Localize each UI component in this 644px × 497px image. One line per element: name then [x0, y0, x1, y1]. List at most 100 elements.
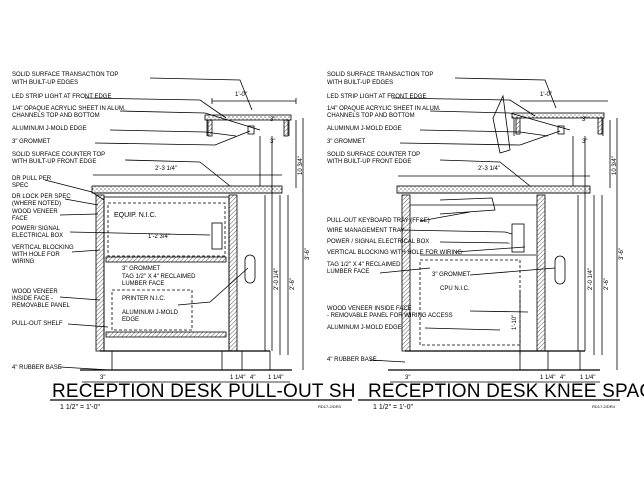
left-ref: RD17-2/DR3 — [318, 404, 341, 409]
r-dim-bottom-4: 1 1/4" — [580, 375, 596, 381]
label-front-edge: WITH BUILT-UP FRONT EDGE — [12, 159, 97, 165]
dim-three-b: 3" — [270, 139, 276, 145]
r-label-lumber-face: LUMBER FACE — [327, 269, 370, 275]
right-section-drawing — [358, 77, 620, 401]
r-label-inner-grommet: 3" GROMMET — [432, 272, 471, 278]
label-printer: PRINTER N.I.C. — [122, 296, 166, 302]
keyboard-tray — [439, 197, 496, 215]
dim-counter-width: 2'-3 1/4" — [155, 166, 177, 172]
r-label-transaction-top: SOLID SURFACE TRANSACTION TOP — [327, 72, 434, 78]
label-equip: EQUIP. N.I.C. — [114, 212, 157, 219]
label-pull-out-shelf: PULL-OUT SHELF — [12, 321, 63, 327]
label-channels: CHANNELS TOP AND BOTTOM — [12, 113, 100, 119]
vdim-2-0: 2'-0 1/4" — [274, 268, 280, 290]
r-label-removable-panel: - REMOVABLE PANEL FOR WIRING ACCESS — [327, 313, 453, 319]
r-label-grommet: 3" GROMMET — [327, 139, 366, 145]
r-label-cpu: CPU N.I.C. — [440, 286, 470, 292]
label-removable-panel: REMOVABLE PANEL — [12, 303, 70, 309]
monitor — [492, 94, 511, 154]
label-wood-veneer-2: WOOD VENEER — [12, 289, 58, 295]
label-grommet: 3" GROMMET — [12, 139, 51, 145]
label-wiring: WIRING — [12, 259, 35, 265]
right-ref: RD17-2/DR4 — [592, 404, 615, 409]
r-dim-bottom-2: 1 1/4" — [540, 375, 556, 381]
r-vdim-2-0: 2'-0 1/4" — [588, 268, 594, 290]
r-dim-top-width: 1'-0" — [540, 92, 552, 98]
vdim-3-6: 3'-6" — [305, 248, 311, 260]
dim-bottom-4: 1 1/4" — [268, 375, 284, 381]
shelf-1 — [105, 256, 227, 263]
r-label-rubber-base: 4" RUBBER BASE — [327, 357, 377, 363]
left-wall — [95, 194, 105, 352]
dim-top-width: 1'-0" — [235, 92, 247, 98]
label-lumber-face: LUMBER FACE — [122, 281, 165, 287]
shelf-2 — [105, 331, 227, 338]
r-vdim-3-6: 3'-6" — [619, 248, 625, 260]
r-label-j-mold-edge: ALUMINUM J-MOLD EDGE — [327, 126, 402, 132]
r-vdim-1-10: 1'-10" — [512, 314, 518, 330]
r-label-wire-tray: WIRE MANAGEMENT TRAY — [327, 228, 405, 234]
vdim-2-6: 2'-6" — [290, 278, 296, 290]
r-label-tag-lumber: TAG 1/2" X 4" RECLAIMED — [327, 262, 401, 268]
r-label-front-edge: WITH BUILT-UP FRONT EDGE — [327, 159, 412, 165]
transaction-top-right — [511, 112, 605, 119]
r-label-vertical-blocking: VERTICAL BLOCKING WITH HOLE FOR WIRING — [327, 250, 463, 256]
label-inside-face: INSIDE FACE - — [12, 296, 54, 302]
r-dim-three-b: 3" — [582, 139, 588, 145]
label-dr-lock: DR LOCK PER SPEC — [12, 194, 71, 200]
label-hole-for: WITH HOLE FOR — [12, 252, 60, 258]
r-label-j-mold: ALUMINUM J-MOLD EDGE — [327, 325, 402, 331]
label-acrylic-sheet: 1/4" OPAQUE ACRYLIC SHEET IN ALUM. — [12, 106, 126, 112]
dim-bottom-3: 4" — [250, 375, 256, 381]
r-dim-three-a: 3" — [582, 117, 588, 123]
r-dim-bottom-1: 3" — [405, 375, 411, 381]
r-label-led-strip: LED STRIP LIGHT AT FRONT EDGE — [327, 94, 427, 100]
transaction-top — [204, 114, 292, 121]
r-label-channels: CHANNELS TOP AND BOTTOM — [327, 113, 415, 119]
left-scale: 1 1/2" = 1'-0" — [60, 404, 100, 411]
label-built-up-edges: WITH BUILT-UP EDGES — [12, 80, 79, 86]
label-inner-edge: EDGE — [122, 317, 140, 323]
left-title: RECEPTION DESK PULL-OUT SH — [52, 381, 356, 402]
vdim-10-3-4: 10 3/4" — [298, 156, 304, 175]
label-spec: SPEC — [12, 183, 29, 189]
electrical-box — [211, 222, 223, 250]
left-section-drawing — [44, 77, 352, 401]
counter-top — [91, 185, 283, 194]
label-transaction-top: SOLID SURFACE TRANSACTION TOP — [12, 72, 119, 78]
counter-top-right — [396, 185, 591, 194]
right-wall — [228, 194, 238, 352]
r-label-acrylic-sheet: 1/4" OPAQUE ACRYLIC SHEET IN ALUM. — [327, 106, 441, 112]
dim-three-a: 3" — [270, 117, 276, 123]
r-dim-counter-width: 2'-3 1/4" — [478, 166, 500, 172]
label-power-signal: POWER/ SIGNAL — [12, 226, 61, 232]
r-label-power-signal: POWER / SIGNAL ELECTRICAL BOX — [327, 239, 430, 245]
label-rubber-base: 4" RUBBER BASE — [12, 365, 62, 371]
electrical-box-right — [511, 223, 525, 253]
label-led-strip: LED STRIP LIGHT AT FRONT EDGE — [12, 94, 112, 100]
label-tag-lumber: TAG 1/2" X 4" RECLAIMED — [122, 274, 196, 280]
label-inner-j-mold: ALUMINUM J-MOLD — [122, 310, 179, 316]
label-dr-pull: DR PULL PER — [12, 176, 52, 182]
right-scale: 1 1/2" = 1'-0" — [373, 404, 413, 411]
label-counter-top: SOLID SURFACE COUNTER TOP — [12, 152, 106, 158]
equipment-box — [107, 202, 226, 257]
label-vertical-blocking: VERTICAL BLOCKING — [12, 245, 74, 251]
r-vdim-10-3-4: 10 3/4" — [612, 156, 618, 175]
r-label-wood-veneer: WOOD VENEER INSIDE FACE — [327, 306, 412, 312]
r-dim-bottom-3: 4" — [560, 375, 566, 381]
label-inner-grommet: 3" GROMMET — [122, 266, 161, 272]
r-label-built-up-edges: WITH BUILT-UP EDGES — [327, 80, 394, 86]
r-vdim-2-6: 2'-6" — [604, 278, 610, 290]
label-wood-veneer: WOOD VENEER — [12, 209, 58, 215]
r-label-keyboard-tray: PULL-OUT KEYBOARD TRAY (FF&E) — [327, 218, 430, 224]
label-electrical-box: ELECTRICAL BOX — [12, 233, 64, 239]
label-face: FACE — [12, 216, 28, 222]
printer-box — [111, 289, 193, 331]
r-label-counter-top: SOLID SURFACE COUNTER TOP — [327, 152, 421, 158]
dim-shelf: 1'-2 3/4" — [148, 234, 170, 240]
right-title: RECEPTION DESK KNEE SPACE — [368, 381, 644, 402]
dim-bottom-1: 3" — [100, 375, 106, 381]
